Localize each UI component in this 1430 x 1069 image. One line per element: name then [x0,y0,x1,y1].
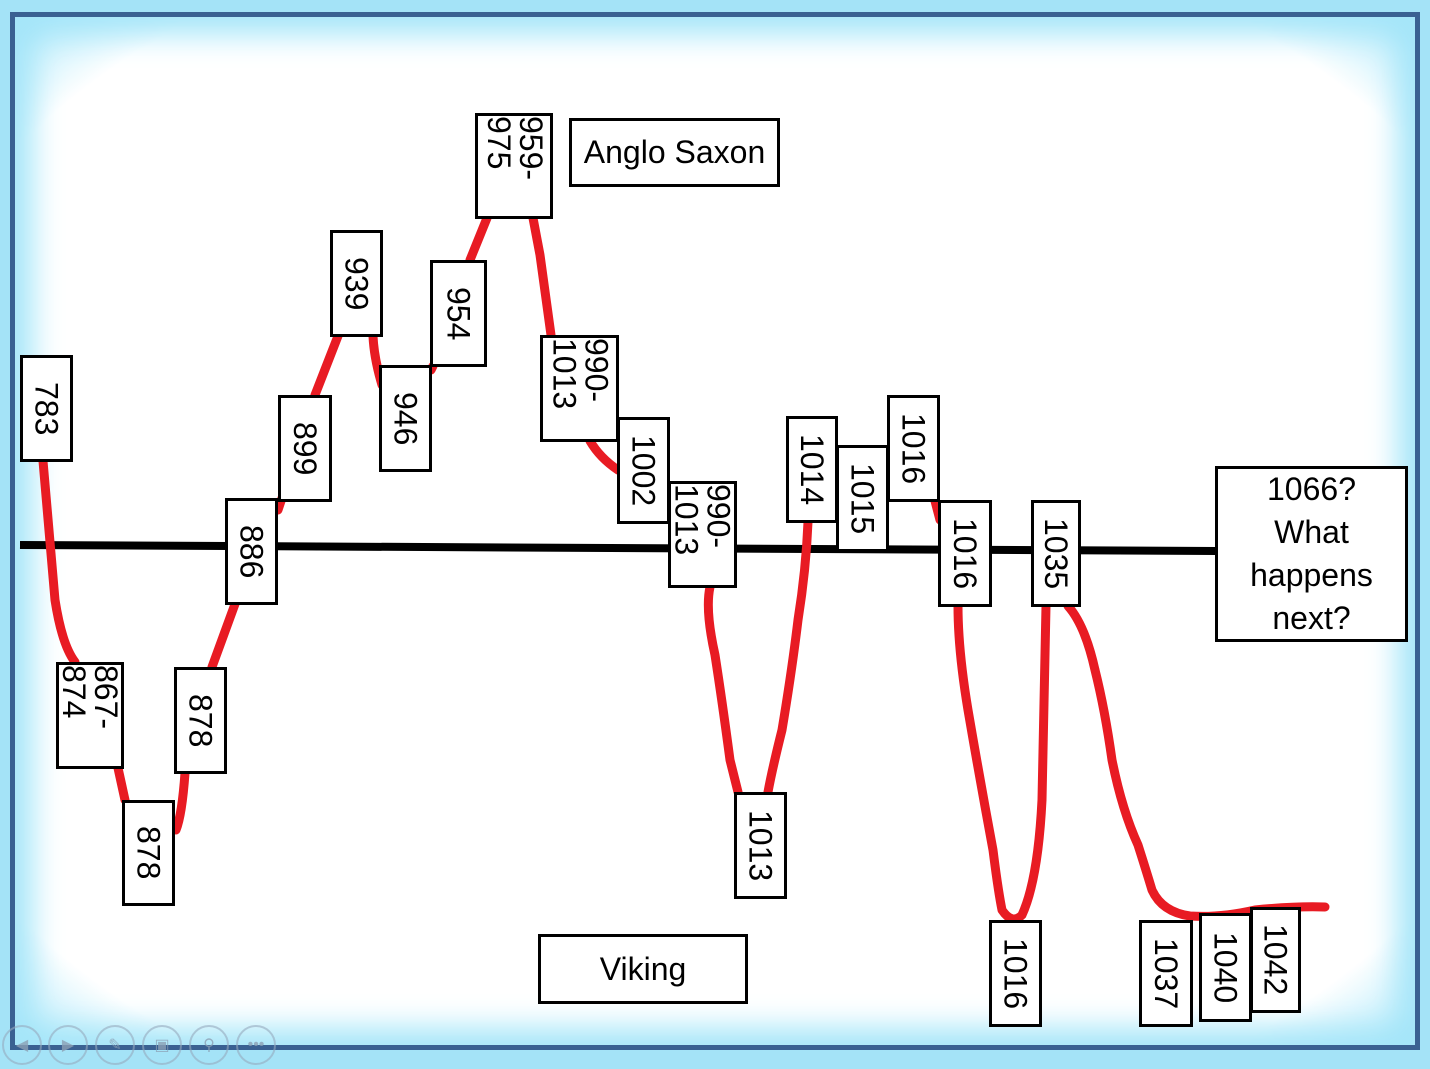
event-label: 1037 [1148,937,1184,1010]
event-label: 1014 [794,433,830,506]
event-label: 783 [28,381,65,436]
event-label: 1016 [895,412,932,485]
event-box-1002: 1002 [617,417,670,524]
zoom-icon[interactable]: ⚲ [189,1025,229,1065]
anglo-saxon-label: Anglo Saxon [569,118,780,187]
event-box-954: 954 [430,260,487,367]
anglo-saxon-text: Anglo Saxon [583,134,766,170]
future-line: 1066? [1267,471,1356,507]
event-label: 1040 [1207,931,1244,1004]
event-label: 867- 874 [56,665,124,730]
timeline-axis [19,541,1217,555]
event-box-939: 939 [330,230,383,337]
event-box-783: 783 [20,355,73,462]
event-label: 990- 1013 [546,338,615,410]
event-label: 1035 [1038,517,1074,590]
fortune-path [38,213,1330,924]
event-box-1037: 1037 [1139,920,1193,1027]
event-box-1016-c: 1016 [989,920,1042,1027]
next-icon[interactable]: ▶ [48,1025,88,1065]
previous-icon[interactable]: ◀ [2,1025,42,1065]
future-question-box: 1066? What happens next? [1215,466,1408,642]
event-box-1015: 1015 [836,445,889,552]
viking-text: Viking [599,950,687,987]
event-label: 1002 [625,434,662,507]
event-box-990-1013-b: 990- 1013 [668,481,737,588]
event-label: 878 [130,826,167,880]
event-box-878-b: 878 [174,667,227,774]
pen-icon[interactable]: ✎ [95,1025,135,1065]
event-box-878: 878 [122,800,175,906]
event-label: 899 [287,421,323,476]
viking-label: Viking [538,934,748,1004]
event-label: 959- 975 [481,116,549,181]
slides-icon[interactable]: ▣ [142,1025,182,1065]
event-label: 954 [440,286,477,341]
event-box-959-975: 959- 975 [475,113,553,219]
event-label: 878 [182,693,219,748]
event-box-899: 899 [278,395,332,502]
event-label: 1015 [844,462,881,535]
event-box-1035: 1035 [1031,500,1081,607]
future-line: happens [1250,557,1373,593]
event-box-886: 886 [225,498,278,605]
future-line: What [1274,514,1349,550]
event-label: 990- 1013 [668,484,737,556]
event-label: 1016 [997,937,1034,1010]
event-box-1014: 1014 [786,416,838,523]
event-box-1016-b: 1016 [938,500,992,607]
event-box-1016: 1016 [887,395,940,502]
event-box-1040: 1040 [1199,913,1252,1022]
event-box-1042: 1042 [1250,907,1301,1013]
event-label: 1016 [947,517,983,590]
event-label: 1013 [742,809,779,882]
event-box-1013: 1013 [734,792,787,899]
event-box-990-1013: 990- 1013 [540,335,619,442]
future-line: next? [1272,600,1351,636]
event-label: 939 [338,256,375,311]
event-label: 946 [387,391,424,446]
event-box-867-874: 867- 874 [56,662,124,769]
more-icon[interactable]: ••• [236,1025,276,1065]
event-label: 886 [233,524,270,579]
event-label: 1042 [1257,924,1294,996]
event-box-946: 946 [379,365,432,472]
